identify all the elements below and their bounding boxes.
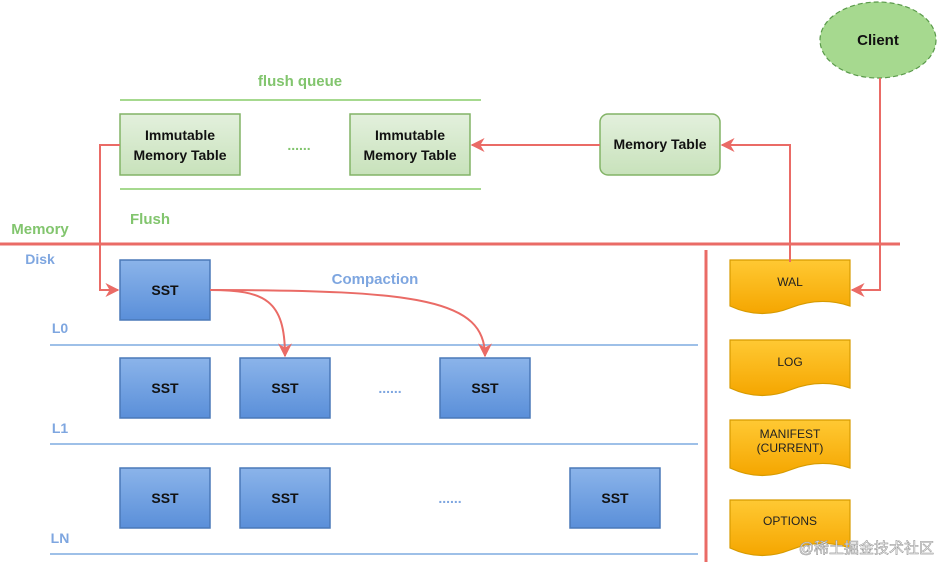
sst-label: SST: [471, 380, 499, 396]
file-log-label: LOG: [777, 355, 802, 369]
sst-l1-1: SST: [119, 357, 211, 419]
memory-table-label: Memory Table: [613, 136, 706, 152]
client-node: [819, 1, 937, 79]
sst-label: SST: [151, 490, 179, 506]
file-options-label: OPTIONS: [763, 514, 817, 528]
file-log: LOG: [729, 339, 851, 397]
sst-l1-2: SST: [239, 357, 331, 419]
flush-label: Flush: [130, 211, 170, 228]
client-label: Client: [857, 32, 899, 49]
arrow-flush: [99, 144, 120, 297]
file-wal-label: WAL: [777, 275, 803, 289]
sst-ln-3: SST: [569, 467, 661, 529]
sst-ln-1: SST: [119, 467, 211, 529]
ln-ellipsis: ......: [438, 490, 461, 506]
disk-section-label: Disk: [25, 251, 55, 267]
queue-ellipsis: ......: [287, 137, 310, 153]
immutable-2-line1: Immutable: [375, 127, 445, 143]
arrow-compaction-1: [209, 289, 292, 358]
file-options: OPTIONS: [729, 499, 851, 557]
flush-queue-label: flush queue: [258, 73, 342, 90]
sst-label: SST: [151, 380, 179, 396]
memory-table: Memory Table: [599, 113, 721, 176]
immutable-2-line2: Memory Table: [363, 147, 456, 163]
level-label-ln: LN: [51, 530, 70, 546]
file-manifest-line2: (CURRENT): [757, 441, 824, 455]
level-label-l0: L0: [52, 320, 69, 336]
sst-l0-1: SST: [119, 259, 211, 321]
memory-section-label: Memory: [11, 221, 69, 238]
watermark: @稀土掘金技术社区: [799, 540, 934, 557]
immutable-memory-table-2: Immutable Memory Table: [349, 113, 471, 176]
immutable-memory-table-1: Immutable Memory Table: [119, 113, 241, 176]
immutable-1-line1: Immutable: [145, 127, 215, 143]
file-manifest: MANIFEST (CURRENT): [729, 419, 851, 477]
compaction-label: Compaction: [332, 271, 419, 288]
immutable-1-line2: Memory Table: [133, 147, 226, 163]
arrow-compaction-2: [209, 289, 492, 358]
file-wal: WAL: [729, 259, 851, 315]
sst-label: SST: [151, 282, 179, 298]
file-manifest-line1: MANIFEST: [760, 427, 821, 441]
level-label-l1: L1: [52, 420, 69, 436]
l1-ellipsis: ......: [378, 380, 401, 396]
sst-l1-3: SST: [439, 357, 531, 419]
arrow-wal-to-memtable: [720, 138, 791, 262]
sst-label: SST: [601, 490, 629, 506]
sst-ln-2: SST: [239, 467, 331, 529]
sst-label: SST: [271, 380, 299, 396]
sst-label: SST: [271, 490, 299, 506]
arrow-client-to-wal: [850, 78, 881, 297]
